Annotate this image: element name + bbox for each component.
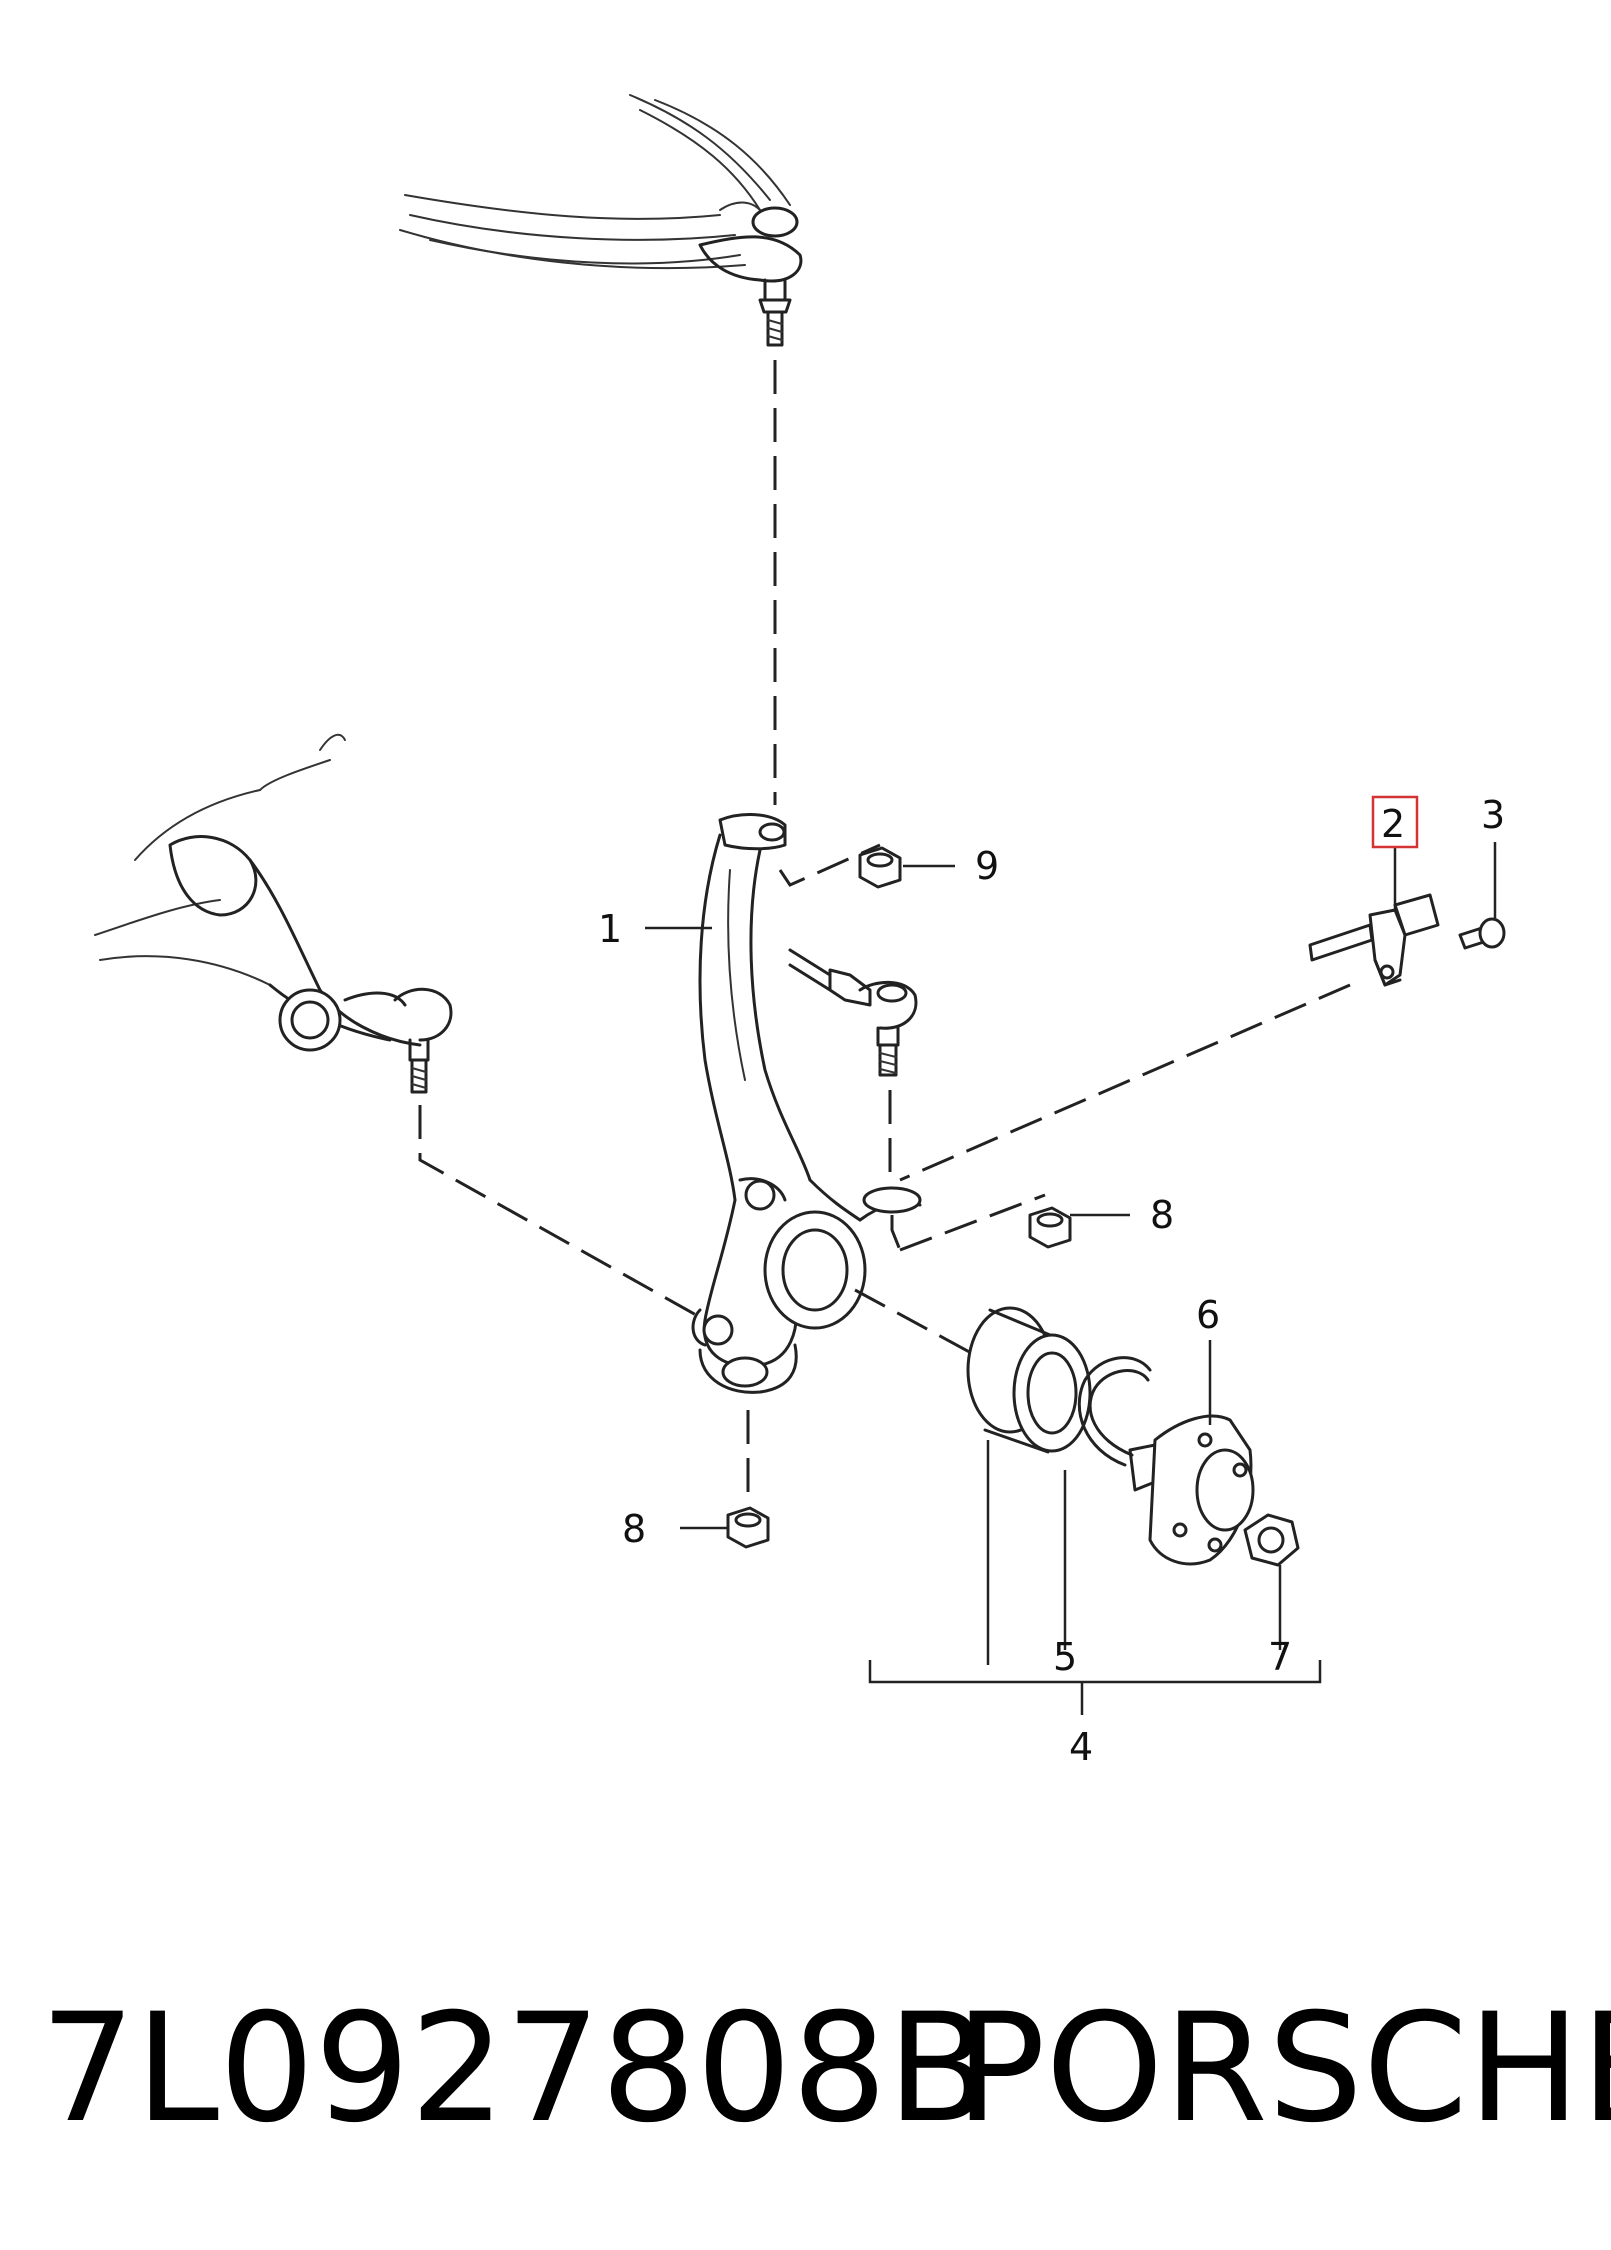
assembly-lines	[418, 360, 1351, 1495]
upper-control-arm	[399, 94, 803, 347]
callout-2: 2	[1381, 802, 1405, 846]
axle-nut	[1243, 1513, 1300, 1567]
nut-8-lower	[726, 1506, 770, 1549]
steering-knuckle	[691, 813, 922, 1394]
callout-7: 7	[1268, 1635, 1292, 1679]
exploded-parts-diagram: 1 2 3 4 5 6 7 8 8 9	[94, 94, 1506, 1769]
callout-8-lower: 8	[622, 1507, 646, 1551]
nut-9	[858, 846, 902, 889]
nut-8-upper	[1028, 1206, 1072, 1249]
callout-9: 9	[975, 844, 999, 888]
callout-leaders	[645, 842, 1497, 1715]
lower-control-arm	[94, 733, 453, 1094]
part-number: 7L0927808B	[40, 1982, 990, 2156]
highlight-box	[1371, 795, 1419, 849]
callout-5: 5	[1053, 1635, 1077, 1679]
tie-rod-end	[788, 948, 918, 1077]
brand-name: PORSCHE	[955, 1982, 1611, 2156]
callout-4: 4	[1069, 1725, 1093, 1769]
wheel-bearing	[966, 1306, 1092, 1454]
callout-8-upper: 8	[1150, 1193, 1174, 1237]
abs-sensor	[1308, 893, 1440, 987]
callout-3: 3	[1481, 793, 1505, 837]
circlip	[1077, 1356, 1152, 1467]
callout-1: 1	[598, 907, 622, 951]
wheel-hub	[1128, 1414, 1255, 1566]
callout-6: 6	[1196, 1293, 1220, 1337]
caption-bar: 7L0927808B PORSCHE	[40, 1982, 1611, 2156]
sensor-bolt	[1458, 917, 1506, 950]
